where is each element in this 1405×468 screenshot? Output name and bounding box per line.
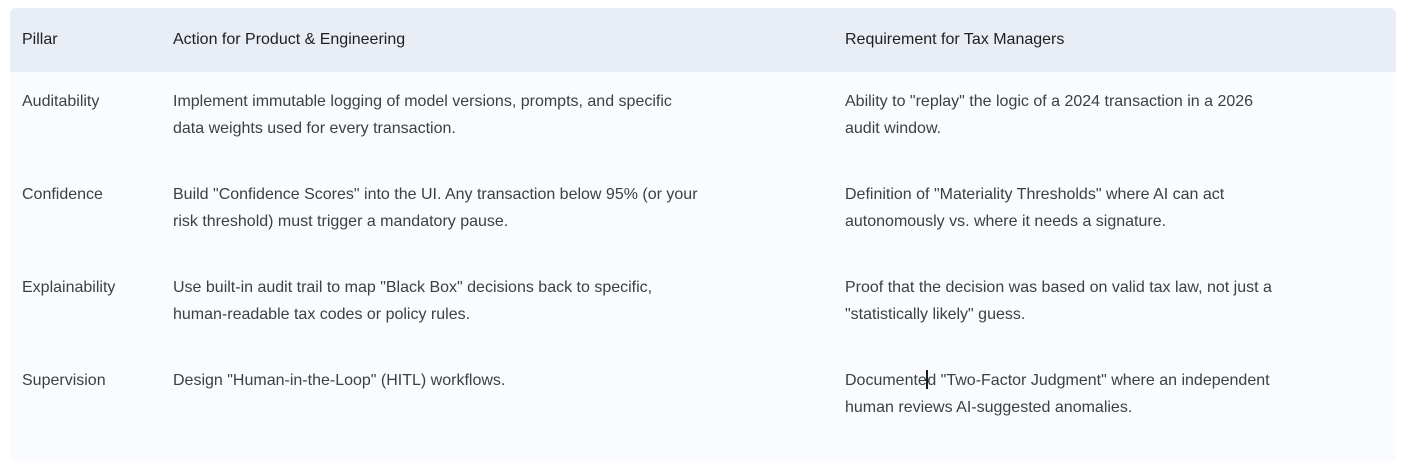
column-header-requirement[interactable]: Requirement for Tax Managers [845, 31, 1065, 48]
cell-requirement[interactable]: Ability to "replay" the logic of a 2024 … [845, 93, 1254, 137]
table-header-row: Pillar Action for Product & Engineering … [10, 8, 1396, 72]
requirement-text-before-cursor: Documente [845, 372, 927, 389]
cell-action[interactable]: Design "Human-in-the-Loop" (HITL) workfl… [173, 372, 506, 389]
document-table: Pillar Action for Product & Engineering … [10, 8, 1396, 461]
text-cursor [926, 370, 928, 389]
requirement-text-after-cursor: d "Two-Factor Judgment" where an indepen… [845, 372, 1270, 416]
cell-requirement[interactable]: Documented "Two-Factor Judgment" where a… [833, 367, 1396, 421]
cell-action[interactable]: Implement immutable logging of model ver… [173, 93, 672, 137]
cell-pillar[interactable]: Confidence [22, 186, 103, 203]
cell-pillar[interactable]: Supervision [22, 372, 106, 389]
cell-action[interactable]: Build "Confidence Scores" into the UI. A… [173, 186, 698, 230]
cell-action[interactable]: Use built-in audit trail to map "Black B… [173, 279, 653, 323]
cell-pillar[interactable]: Auditability [22, 93, 100, 110]
column-header-action[interactable]: Action for Product & Engineering [173, 31, 406, 48]
cell-requirement[interactable]: Definition of "Materiality Thresholds" w… [845, 186, 1225, 230]
table-row-confidence: Confidence Build "Confidence Scores" int… [10, 165, 1396, 258]
cell-requirement[interactable]: Proof that the decision was based on val… [845, 279, 1272, 323]
column-header-pillar[interactable]: Pillar [22, 31, 58, 48]
cell-pillar[interactable]: Explainability [22, 279, 116, 296]
table-row-auditability: Auditability Implement immutable logging… [10, 72, 1396, 165]
table-row-explainability: Explainability Use built-in audit trail … [10, 258, 1396, 351]
table-row-supervision: Supervision Design "Human-in-the-Loop" (… [10, 351, 1396, 461]
